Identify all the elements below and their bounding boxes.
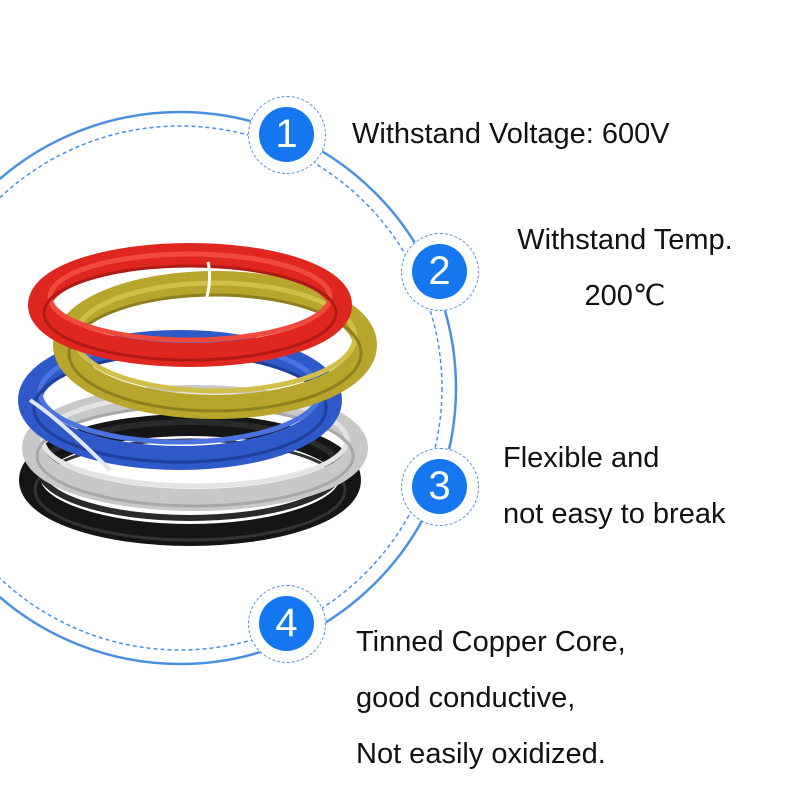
feature-4-number: 4 (259, 596, 314, 651)
feature-1-number: 1 (259, 107, 314, 162)
feature-3-text: Flexible and not easy to break (503, 430, 725, 542)
feature-3-line-1: Flexible and (503, 442, 660, 474)
feature-2-number: 2 (412, 244, 467, 299)
feature-4-line-1: Tinned Copper Core, (356, 626, 626, 658)
feature-3-number: 3 (412, 459, 467, 514)
feature-2-line-2: 200℃ (584, 280, 666, 312)
feature-2-text: Withstand Temp. 200℃ (500, 212, 750, 324)
feature-2-badge: 2 (401, 233, 479, 311)
feature-1-line-1: Withstand Voltage: 600V (352, 118, 670, 150)
feature-4-line-3: Not easily oxidized. (356, 738, 606, 770)
feature-1-badge: 1 (248, 96, 326, 174)
feature-4-line-2: good conductive, (356, 682, 576, 714)
wire-coil-red (28, 243, 352, 367)
feature-2-line-1: Withstand Temp. (517, 224, 733, 256)
feature-3-badge: 3 (401, 448, 479, 526)
feature-4-text: Tinned Copper Core, good conductive, Not… (356, 614, 626, 782)
loose-wire-end (28, 398, 112, 472)
feature-1-text: Withstand Voltage: 600V (352, 106, 670, 162)
feature-3-line-2: not easy to break (503, 498, 726, 530)
feature-4-badge: 4 (248, 585, 326, 663)
